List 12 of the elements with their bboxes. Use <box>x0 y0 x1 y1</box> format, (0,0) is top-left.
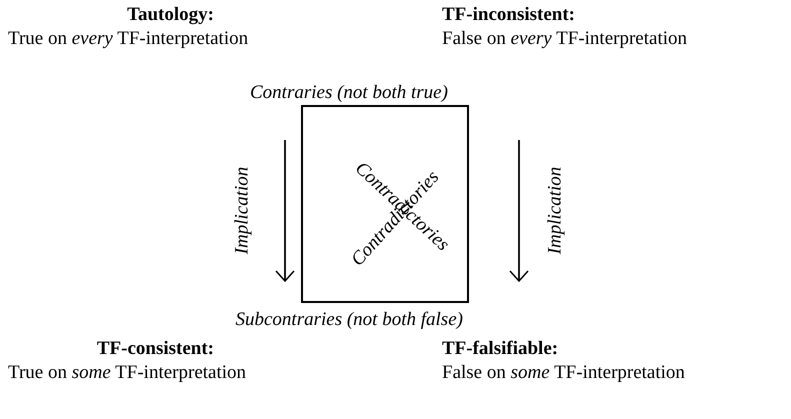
heading: TF-consistent: <box>96 338 214 360</box>
description: False on every TF-interpretation <box>442 28 688 50</box>
description: False on some TF-interpretation <box>442 362 685 384</box>
arrow-label: Implication <box>232 166 252 254</box>
description: True on every TF-interpretation <box>8 28 248 50</box>
heading: TF-inconsistent: <box>442 4 575 26</box>
arrow-label: Implication <box>545 166 564 254</box>
side-label: Contraries (not both true) <box>250 82 448 102</box>
side-label: Subcontraries (not both false) <box>236 310 463 328</box>
heading: TF-falsifiable: <box>442 338 558 360</box>
description: True on some TF-interpretation <box>8 362 246 384</box>
heading: Tautology: <box>127 4 214 26</box>
